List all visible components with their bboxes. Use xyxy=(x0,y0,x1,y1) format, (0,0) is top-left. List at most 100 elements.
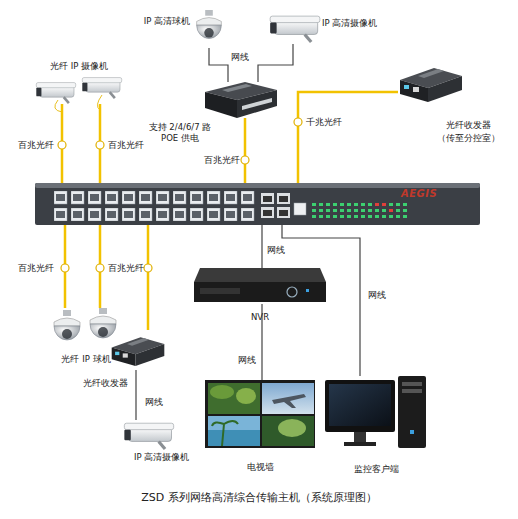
pc-tower xyxy=(398,376,426,448)
fiber-coil xyxy=(144,264,152,272)
link-label: 百兆光纤 xyxy=(204,155,240,166)
device-label: NVR xyxy=(194,312,326,323)
network-cable xyxy=(258,44,293,82)
nvr xyxy=(194,268,326,302)
dome-camera xyxy=(197,10,222,39)
drive-bay xyxy=(402,382,422,386)
fiber-link xyxy=(298,92,398,183)
led-red xyxy=(375,203,379,206)
fiber-coil xyxy=(294,118,302,126)
device-label: 监控客户端 xyxy=(325,464,427,475)
link-label: 网线 xyxy=(231,52,249,63)
fiber-coil xyxy=(58,141,66,149)
monitor-stand xyxy=(354,432,366,442)
figure-caption: ZSD 系列网络高清综合传输主机（系统原理图） xyxy=(0,490,518,505)
tv-screen xyxy=(208,383,260,414)
device-node: 光纤 IP 摄像机 xyxy=(32,76,126,104)
fiber-coil xyxy=(96,264,104,272)
link-label: 千兆光纤 xyxy=(306,117,342,128)
fiber-transceiver xyxy=(400,68,462,102)
link-label: 网线 xyxy=(368,290,386,301)
nvr-top xyxy=(194,268,326,282)
device-label: IP 高清摄像机 xyxy=(322,18,392,29)
fiber-transceiver xyxy=(112,337,165,366)
brand-text: AEGIS xyxy=(401,188,461,199)
airplane xyxy=(272,394,306,408)
network-cable xyxy=(282,225,360,376)
fiber-coil-group xyxy=(58,118,302,272)
device-node: 监控客户端 xyxy=(325,376,427,454)
palm xyxy=(212,421,238,446)
tv-wall xyxy=(205,380,315,448)
monitor xyxy=(325,380,395,432)
led-grid xyxy=(312,203,410,219)
device-node: NVR xyxy=(194,268,326,304)
client-pc xyxy=(325,376,426,448)
device-label: 电视墙 xyxy=(205,462,315,473)
tv-frame xyxy=(205,380,315,448)
device-node: 电视墙 xyxy=(205,380,315,448)
port-row xyxy=(242,98,272,110)
fiber-link xyxy=(147,225,150,330)
nvr-led xyxy=(306,289,309,292)
nvr-panel xyxy=(200,288,240,294)
device-label: 光纤收发器 xyxy=(70,378,140,389)
dome-camera xyxy=(54,310,80,340)
tree xyxy=(236,388,256,404)
rj45-ports xyxy=(261,193,290,218)
poe-switch xyxy=(205,82,277,118)
switch-top xyxy=(35,183,480,188)
device-label: 支持 2/4/6/7 路 POE 供电 xyxy=(139,122,221,144)
gigabit-port xyxy=(294,203,306,215)
box-side xyxy=(237,90,277,118)
led-red xyxy=(382,203,386,206)
box-plate xyxy=(222,84,252,92)
link-label: 百兆光纤 xyxy=(108,140,144,151)
tv-screen xyxy=(208,416,260,446)
drive-bay xyxy=(402,389,422,393)
bullet-camera xyxy=(36,83,75,104)
device-node: 支持 2/4/6/7 路 POE 供电 xyxy=(205,82,277,118)
device-label: 光纤 IP 摄像机 xyxy=(32,61,126,72)
fiber-coil xyxy=(241,156,249,164)
main-switch xyxy=(35,183,480,225)
power-led xyxy=(410,430,414,434)
device-label: 光纤收发器 xyxy=(428,120,508,131)
monitor-base xyxy=(344,442,376,446)
nvr-front xyxy=(194,282,326,302)
device-node: IP 高清摄像机 xyxy=(268,12,322,44)
device-label: IP 高清球机 xyxy=(132,16,190,27)
device-node: 光纤收发器（传至分控室） xyxy=(398,62,464,104)
network-cable xyxy=(209,48,228,82)
link-label: 百兆光纤 xyxy=(108,263,144,274)
fiber-coil xyxy=(61,264,69,272)
led-red xyxy=(389,209,393,212)
device-node: 光纤收发器 xyxy=(110,330,166,370)
device-label: （传至分控室） xyxy=(428,133,508,144)
network-cable xyxy=(261,225,262,268)
bullet-camera xyxy=(124,423,173,449)
device-node: IP 高清球机 xyxy=(192,10,226,48)
device-node: IP 高清摄像机 xyxy=(122,420,176,450)
fiber-link xyxy=(244,118,247,183)
dome-camera xyxy=(90,308,116,338)
network-cable xyxy=(135,370,136,420)
link-label: 百兆光纤 xyxy=(18,140,54,151)
link-label: 网线 xyxy=(145,397,163,408)
device-label: IP 高清摄像机 xyxy=(134,452,204,463)
foliage xyxy=(278,419,306,437)
link-label: 百兆光纤 xyxy=(18,263,54,274)
device-node: AEGIS xyxy=(35,183,480,225)
tv-screen xyxy=(262,383,314,414)
device-node: 光纤 IP 球机 xyxy=(50,308,122,350)
link-label: 网线 xyxy=(238,355,256,366)
sfp-ports xyxy=(54,191,258,221)
fiber-coil xyxy=(96,141,104,149)
device-label: 光纤 IP 球机 xyxy=(50,354,122,365)
bullet-camera xyxy=(270,16,320,42)
box-front xyxy=(205,92,237,118)
link-label: 网线 xyxy=(267,245,285,256)
